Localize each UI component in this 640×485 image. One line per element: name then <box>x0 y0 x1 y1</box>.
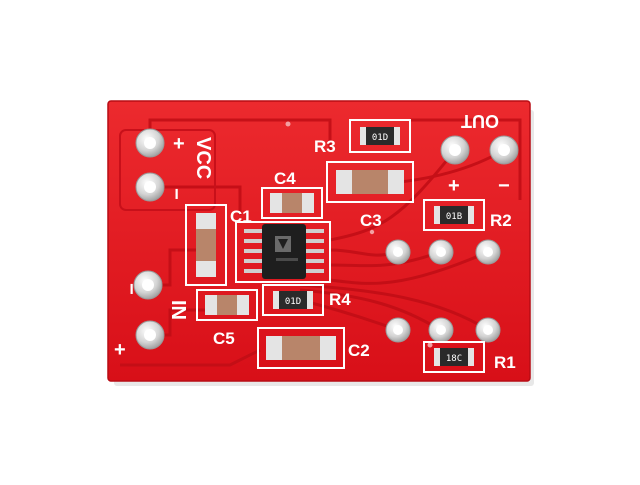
pad-vcc-minus <box>135 172 165 202</box>
label-in-minus: − <box>120 283 142 295</box>
label-vcc-minus: − <box>165 188 187 200</box>
c3-outline <box>326 161 414 203</box>
c5-outline <box>196 289 258 321</box>
pad-row-top-1 <box>385 239 411 265</box>
r1-code: 18C <box>446 354 462 364</box>
resistor-r1: 18C <box>434 348 474 366</box>
capacitor-c5 <box>205 295 249 315</box>
silkscreen-outlines <box>185 119 485 373</box>
capacitor-c2 <box>266 336 336 360</box>
pad-row-bottom-3 <box>475 317 501 343</box>
pad-in-plus <box>135 320 165 350</box>
resistor-r4: 01D <box>273 291 313 309</box>
r1-outline <box>423 341 485 373</box>
ic-outline <box>235 221 331 283</box>
label-c1: C1 <box>230 207 252 226</box>
capacitor-c4 <box>270 193 314 213</box>
r4-outline <box>262 284 324 316</box>
pad-out-minus <box>489 135 519 165</box>
r3-code: 01D <box>372 133 388 143</box>
r4-code: 01D <box>285 297 301 307</box>
label-vcc-plus: + <box>173 133 185 155</box>
pad-out-plus <box>440 135 470 165</box>
r3-outline <box>349 119 411 153</box>
capacitor-c3 <box>336 170 404 194</box>
label-out-plus: + <box>448 175 460 197</box>
resistor-r2: 01B <box>434 206 474 224</box>
silkscreen-labels: VCC + − IN − + OUT + − C1 C2 C3 C4 C5 R1… <box>114 111 516 372</box>
label-vcc: VCC <box>192 137 214 179</box>
pad-vcc-plus <box>135 128 165 158</box>
label-c4: C4 <box>274 169 296 188</box>
pad-row-bottom-2 <box>428 317 454 343</box>
vias <box>285 121 433 348</box>
ic-chip <box>244 224 324 279</box>
label-c2: C2 <box>348 341 370 360</box>
label-r3: R3 <box>314 137 336 156</box>
capacitor-c1 <box>196 213 216 277</box>
label-out-minus: − <box>498 175 510 197</box>
label-r2: R2 <box>490 211 512 230</box>
c2-outline <box>257 327 345 369</box>
pad-row-bottom-1 <box>385 317 411 343</box>
c4-outline <box>261 187 323 219</box>
label-in-plus: + <box>114 339 126 361</box>
resistors: 01D 01B 01D 18C <box>273 127 474 366</box>
label-r1: R1 <box>494 353 516 372</box>
label-c5: C5 <box>213 329 235 348</box>
resistor-r3: 01D <box>360 127 400 145</box>
label-out: OUT <box>461 111 499 131</box>
r2-outline <box>423 199 485 231</box>
copper-pour-outline <box>119 129 216 211</box>
capacitors <box>196 170 404 360</box>
label-r4: R4 <box>329 290 351 309</box>
pad-row-top-2 <box>428 239 454 265</box>
pad-in-minus <box>133 270 163 300</box>
pad-row-top-3 <box>475 239 501 265</box>
label-in: IN <box>167 300 189 320</box>
label-c3: C3 <box>360 211 382 230</box>
r2-code: 01B <box>446 212 462 222</box>
ic-logo-icon <box>275 236 291 252</box>
c1-outline <box>185 204 227 286</box>
